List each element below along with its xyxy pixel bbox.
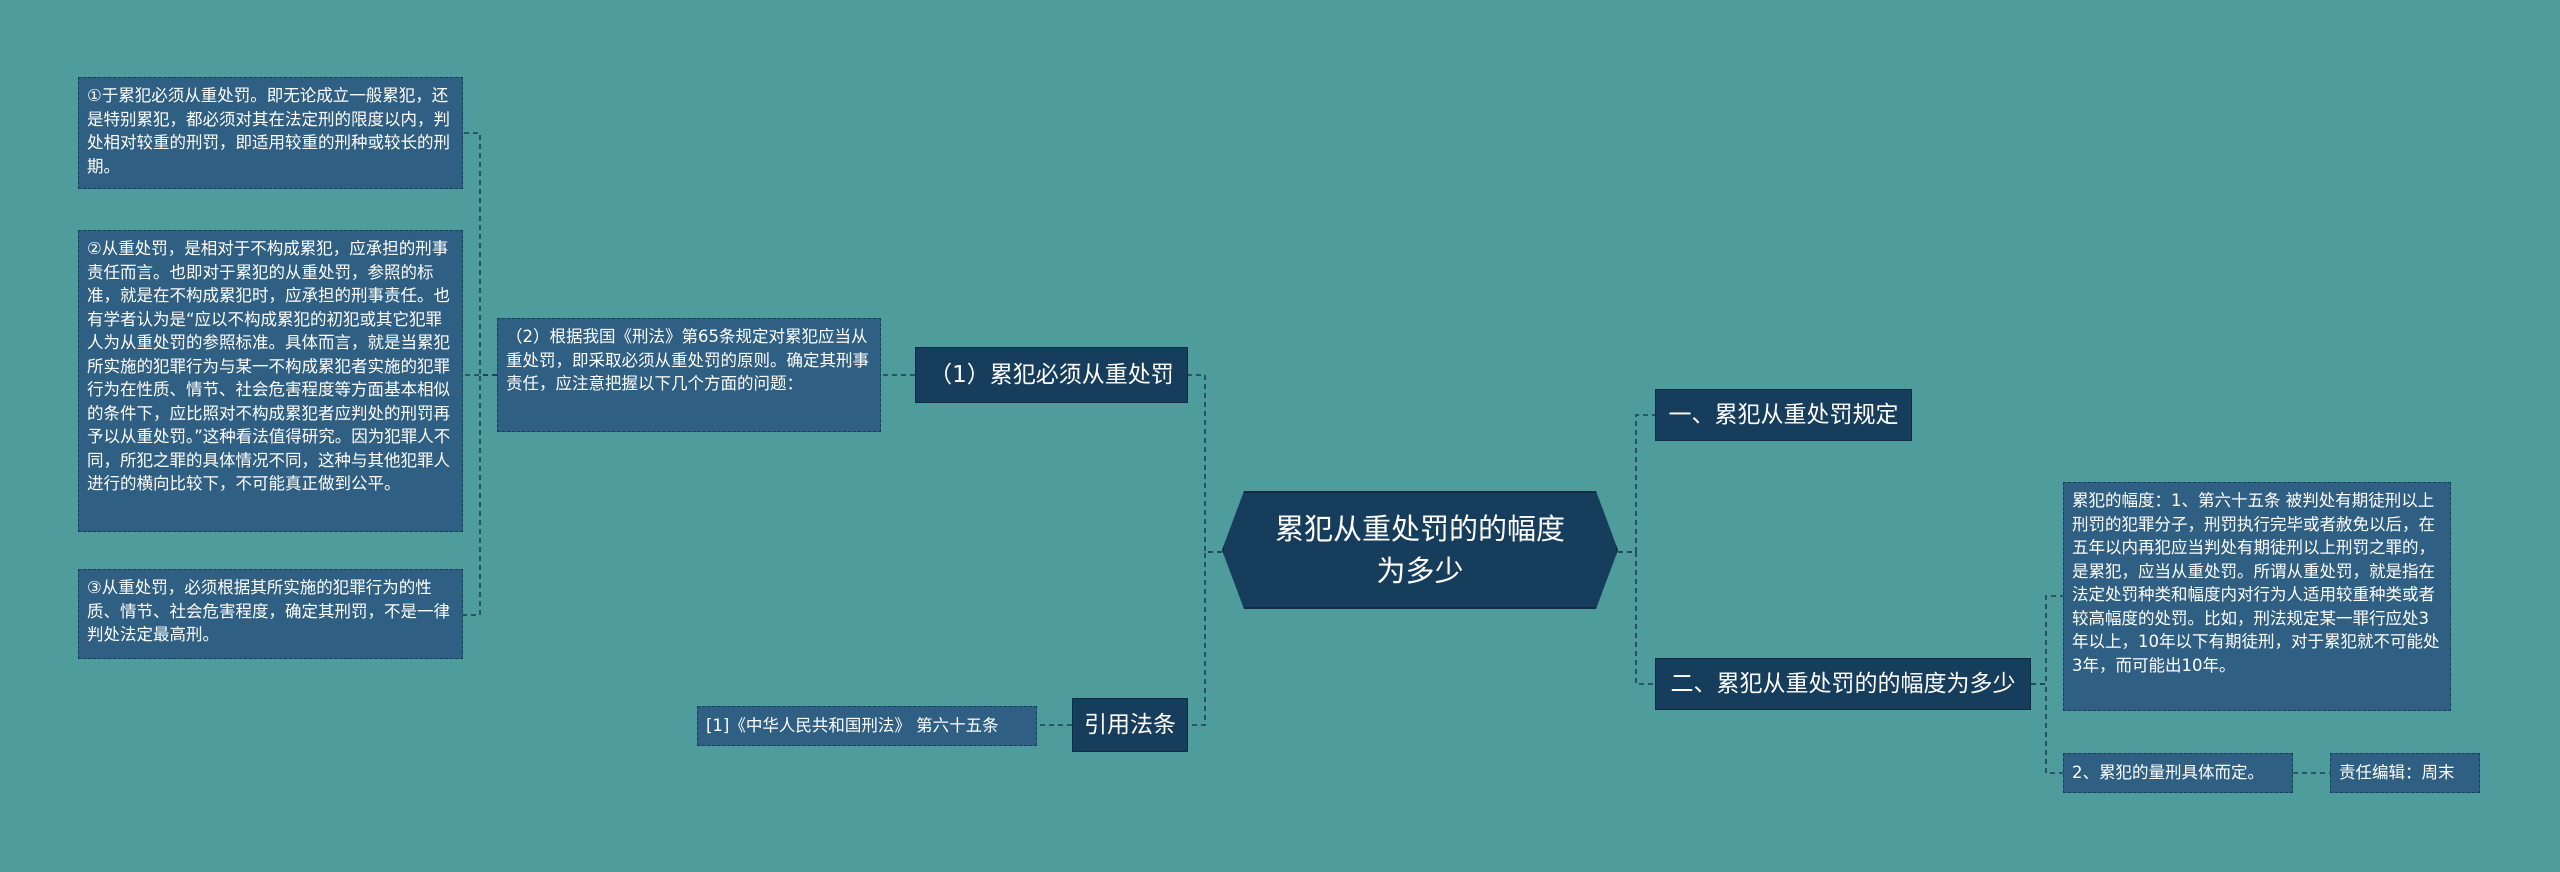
leaf-point-3[interactable]: ③从重处罚，必须根据其所实施的犯罪行为的性质、情节、社会危害程度，确定其刑罚，不… (78, 569, 463, 659)
branch-aggravation-rules[interactable]: 一、累犯从重处罚规定 (1655, 389, 1912, 441)
branch-must-aggravate-label: （1）累犯必须从重处罚 (929, 362, 1174, 388)
editor-credit[interactable]: 责任编辑：周末 (2330, 753, 2480, 793)
connector-right2-detail (2031, 595, 2063, 685)
detail-recidivism-range-text: 累犯的幅度：1、第六十五条 被判处有期徒刑以上刑罚的犯罪分子，刑罚执行完毕或者赦… (2072, 491, 2440, 675)
connector-root-right2 (1618, 551, 1655, 685)
leaf-point-1[interactable]: ①于累犯必须从重处罚。即无论成立一般累犯，还是特别累犯，都必须对其在法定刑的限度… (78, 77, 463, 189)
ref-criminal-law-65-text: [1]《中华人民共和国刑法》 第六十五条 (706, 716, 999, 736)
root-title: 累犯从重处罚的的幅度为多少 (1274, 512, 1565, 588)
branch-cited-law[interactable]: 引用法条 (1072, 698, 1188, 752)
leaf-point-2[interactable]: ②从重处罚，是相对于不构成累犯，应承担的刑事责任而言。也即对于累犯的从重处罚，参… (78, 230, 463, 532)
leaf-point-1-text: ①于累犯必须从重处罚。即无论成立一般累犯，还是特别累犯，都必须对其在法定刑的限度… (87, 86, 450, 176)
detail-recidivism-range[interactable]: 累犯的幅度：1、第六十五条 被判处有期徒刑以上刑罚的犯罪分子，刑罚执行完毕或者赦… (2063, 482, 2451, 711)
leaf-point-2-text: ②从重处罚，是相对于不构成累犯，应承担的刑事责任而言。也即对于累犯的从重处罚，参… (87, 239, 451, 493)
connector-root-left2 (1188, 551, 1222, 726)
connector-sub-leaf1 (463, 132, 497, 376)
branch-must-aggravate[interactable]: （1）累犯必须从重处罚 (915, 347, 1188, 403)
branch-aggravation-range-label: 二、累犯从重处罚的的幅度为多少 (1670, 671, 2016, 697)
leaf-point-3-text: ③从重处罚，必须根据其所实施的犯罪行为的性质、情节、社会危害程度，确定其刑罚，不… (87, 578, 450, 644)
root-node[interactable]: 累犯从重处罚的的幅度为多少 (1222, 491, 1618, 609)
item-sentencing-specific[interactable]: 2、累犯的量刑具体而定。 (2063, 753, 2293, 793)
connector-right2-item2 (2031, 683, 2063, 774)
connector-root-right1 (1618, 414, 1655, 553)
branch-cited-law-label: 引用法条 (1084, 712, 1176, 738)
editor-credit-text: 责任编辑：周末 (2339, 763, 2455, 783)
connector-root-left1 (1188, 374, 1222, 553)
item-sentencing-specific-text: 2、累犯的量刑具体而定。 (2072, 763, 2264, 783)
sub-node-article65-text: （2）根据我国《刑法》第65条规定对累犯应当从重处罚，即采取必须从重处罚的原则。… (506, 327, 869, 393)
branch-aggravation-rules-label: 一、累犯从重处罚规定 (1668, 402, 1899, 428)
sub-node-article65[interactable]: （2）根据我国《刑法》第65条规定对累犯应当从重处罚，即采取必须从重处罚的原则。… (497, 318, 881, 432)
connector-sub-leaf3 (463, 374, 497, 616)
branch-aggravation-range[interactable]: 二、累犯从重处罚的的幅度为多少 (1655, 658, 2031, 710)
ref-criminal-law-65[interactable]: [1]《中华人民共和国刑法》 第六十五条 (697, 706, 1037, 746)
